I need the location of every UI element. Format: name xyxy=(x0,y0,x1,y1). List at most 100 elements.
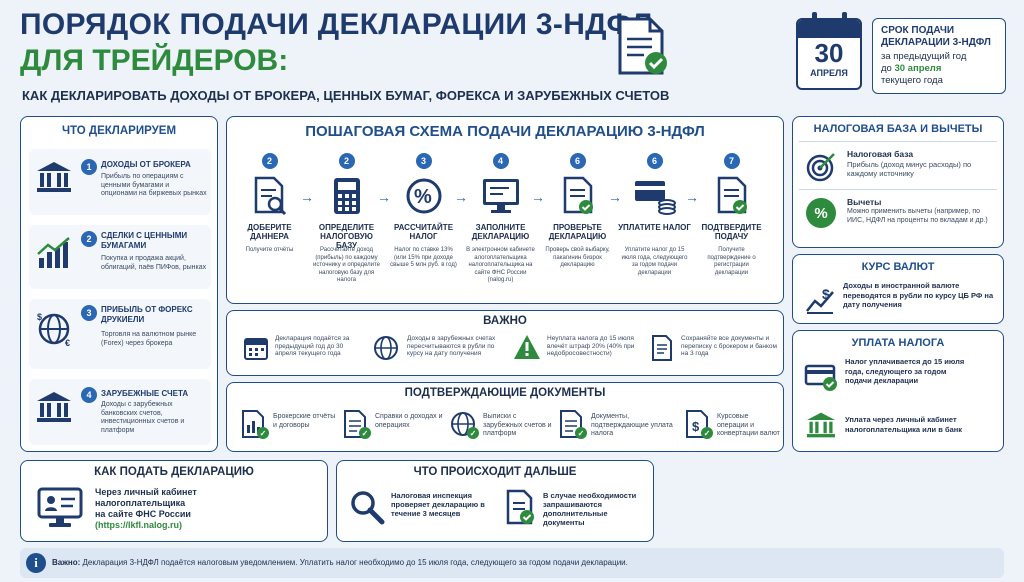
currency-card: КУРС ВАЛЮТ $ Доходы в иностранной валюте… xyxy=(792,254,1004,324)
important-item-text: Декларация подаётся за предыдущий год до… xyxy=(275,335,350,357)
target-icon xyxy=(803,149,839,185)
step-number: 2 xyxy=(261,153,278,169)
steps-title: ПОШАГОВАЯ СХЕМА ПОДАЧИ ДЕКЛАРАЦИЮ 3-НДФЛ xyxy=(305,123,705,140)
currency-chart-icon: $ xyxy=(803,281,837,317)
how-card: КАК ПОДАТЬ ДЕКЛАРАЦИЮ Через личный кабин… xyxy=(20,460,328,542)
taxbase-item-text: Можно применить вычеты (например, по ИИС… xyxy=(847,208,988,224)
document-item-text: Документы, подтверждающие уплата налога xyxy=(591,413,673,437)
taxbase-item-text: Прибыль (доход минус расходы) по каждому… xyxy=(847,160,972,178)
next-title: ЧТО ПРОИСХОДИТ ДАЛЬШЕ xyxy=(413,466,577,478)
globe-icon xyxy=(371,333,401,363)
how-line: налогоплательщика xyxy=(95,498,186,508)
divider xyxy=(799,141,997,142)
info-icon: i xyxy=(24,551,48,575)
declare-item-text: Покупка и продажа акций, облигаций, паёв… xyxy=(101,255,207,271)
important-item-text: Доходы в зарубежных счетах пересчитывают… xyxy=(407,335,496,357)
deadline-prefix: до xyxy=(881,63,892,74)
calendar-day: 30 xyxy=(814,38,844,68)
step-text: Проверь свой выбарку, пакагинин бизрок д… xyxy=(545,247,610,268)
arrow-right-icon: → xyxy=(300,189,314,205)
document-check-icon xyxy=(503,485,537,529)
check-icon: ✓ xyxy=(575,427,587,439)
declare-item: 1 ДОХОДЫ ОТ БРОКЕРА Прибыль по операциям… xyxy=(29,149,211,215)
document-item-text: Курсовые операции и конвертации валют xyxy=(717,413,780,437)
next-card: ЧТО ПРОИСХОДИТ ДАЛЬШЕ Налоговая инспекци… xyxy=(336,460,654,542)
step-column: 3% РАССЧИТАЙТЕ НАЛОГ Налог по ставке 13% (… xyxy=(385,153,462,299)
payment-title: УПЛАТА НАЛОГА xyxy=(851,337,945,349)
percent-icon: % xyxy=(385,173,462,219)
steps-card: ПОШАГОВАЯ СХЕМА ПОДАЧИ ДЕКЛАРАЦИЮ 3-НДФЛ… xyxy=(226,116,784,304)
document-item-text: Справки о доходах и операциях xyxy=(375,413,443,429)
declare-item-text: Прибыль по операциям с ценными бумагами … xyxy=(101,173,207,197)
card-coins-icon xyxy=(616,173,693,219)
arrow-right-icon: → xyxy=(531,189,545,205)
page-subtitle: КАК ДЕКЛАРИРОВАТЬ ДОХОДЫ ОТ БРОКЕРА, ЦЕН… xyxy=(22,88,670,103)
globe-icon xyxy=(449,409,477,439)
declare-item-title: ЗАРУБЕЖНЫЕ СЧЕТА xyxy=(101,389,189,398)
step-number: 1 xyxy=(81,159,97,175)
next-item-text: В случае необходимости запрашиваются доп… xyxy=(543,491,637,527)
deadline-date: 30 апреля xyxy=(894,63,942,74)
svg-text:€: € xyxy=(65,338,70,348)
how-line: на сайте ФНС России xyxy=(95,509,191,519)
arrow-right-icon: → xyxy=(608,189,622,205)
step-text: Налог по ставке 13% (или 15% при доходе … xyxy=(390,247,457,268)
document-check-icon xyxy=(612,16,672,78)
check-icon: ✓ xyxy=(701,427,713,439)
magnifier-icon xyxy=(347,485,387,529)
documents-title: ПОДТВЕРЖДАЮЩИЕ ДОКУМЕНТЫ xyxy=(404,387,606,399)
step-text: Рассчитайте доход (прибыль) по каждому и… xyxy=(312,247,381,283)
deadline-text: за предыдущий год xyxy=(881,51,967,62)
payment-card: УПЛАТА НАЛОГА Налог уплачивается до 15 и… xyxy=(792,330,1004,452)
document-icon xyxy=(647,333,677,363)
footer-bar: i Важно: Декларация 3-НДФЛ подаётся нало… xyxy=(20,548,1004,578)
deadline-suffix: текущего года xyxy=(881,75,943,86)
taxbase-item-title: Вычеты xyxy=(847,197,882,207)
card-payment-icon xyxy=(803,357,839,397)
step-title: ЗАПОЛНИТЕ ДЕКЛАРАЦИЮ xyxy=(471,223,530,241)
computer-icon xyxy=(35,483,85,533)
step-number: 7 xyxy=(723,153,740,169)
step-title: ПОДТВЕРДИТЕ ПОДАЧУ xyxy=(701,223,762,241)
how-text: Через личный кабинет налогоплательщика н… xyxy=(95,487,197,531)
step-number: 2 xyxy=(81,231,97,247)
step-number: 6 xyxy=(569,153,586,169)
document-check-icon xyxy=(539,173,616,219)
payment-item-text: Налог уплачивается до 15 июля года, след… xyxy=(845,357,965,385)
footer-message: Декларация 3-НДФЛ подаётся налоговым уве… xyxy=(82,558,628,567)
taxbase-item-title: Налоговая база xyxy=(847,149,914,159)
header: ПОРЯДОК ПОДАЧИ ДЕКЛАРАЦИИ 3-НДФЛ ДЛЯ ТРЕ… xyxy=(0,0,1024,112)
bank-icon xyxy=(33,157,75,197)
declare-item-title: ПРИБЫЛЬ ОТ ФОРЕКС ДРУКИЕЛИ xyxy=(101,305,193,324)
step-title: РАССЧИТАЙТЕ НАЛОГ xyxy=(393,223,454,241)
document-item-text: Брокерские отчёты и договоры xyxy=(273,413,336,429)
calendar-icon: 30 АПРЕЛЯ xyxy=(796,18,862,90)
tax-service-link[interactable]: (https://lkfl.nalog.ru) xyxy=(95,520,182,530)
arrow-right-icon: → xyxy=(454,189,468,205)
divider xyxy=(799,189,997,190)
step-title: УПЛАТИТЕ НАЛОГ xyxy=(618,223,691,232)
declare-item: $€ 3 ПРИБЫЛЬ ОТ ФОРЕКС ДРУКИЕЛИ Торговля… xyxy=(29,299,211,369)
declare-item-text: Торговля на валютном рынке (Forex) через… xyxy=(101,331,197,347)
step-text: В электронном кабинете алогоплательщика … xyxy=(466,247,535,283)
growth-chart-icon xyxy=(33,231,75,275)
how-title: КАК ПОДАТЬ ДЕКЛАРАЦИЮ xyxy=(94,466,254,478)
svg-text:$: $ xyxy=(37,312,42,322)
step-number: 2 xyxy=(338,153,355,169)
step-title: ПРОВЕРЬТЕ ДЕКЛАРАЦИЮ xyxy=(548,223,607,241)
check-icon: ✓ xyxy=(467,427,479,439)
documents-card: ПОДТВЕРЖДАЮЩИЕ ДОКУМЕНТЫ ✓ Брокерские от… xyxy=(226,382,784,452)
step-text: Уплатите налог до 15 июля года, следующе… xyxy=(621,247,688,276)
document-item-text: Выписки с зарубежных счетов и платформ xyxy=(483,413,552,437)
warning-icon xyxy=(511,331,543,363)
monitor-icon xyxy=(462,173,539,219)
declare-item-title: СДЕЛКИ С ЦЕННЫМИ БУМАГАМИ xyxy=(101,231,188,250)
step-number: 3 xyxy=(415,153,432,169)
deadline-title: СРОК ПОДАЧИ ДЕКЛАРАЦИИ 3-НДФЛ xyxy=(881,25,991,48)
important-title: ВАЖНО xyxy=(483,315,527,327)
svg-text:$: $ xyxy=(692,419,700,434)
